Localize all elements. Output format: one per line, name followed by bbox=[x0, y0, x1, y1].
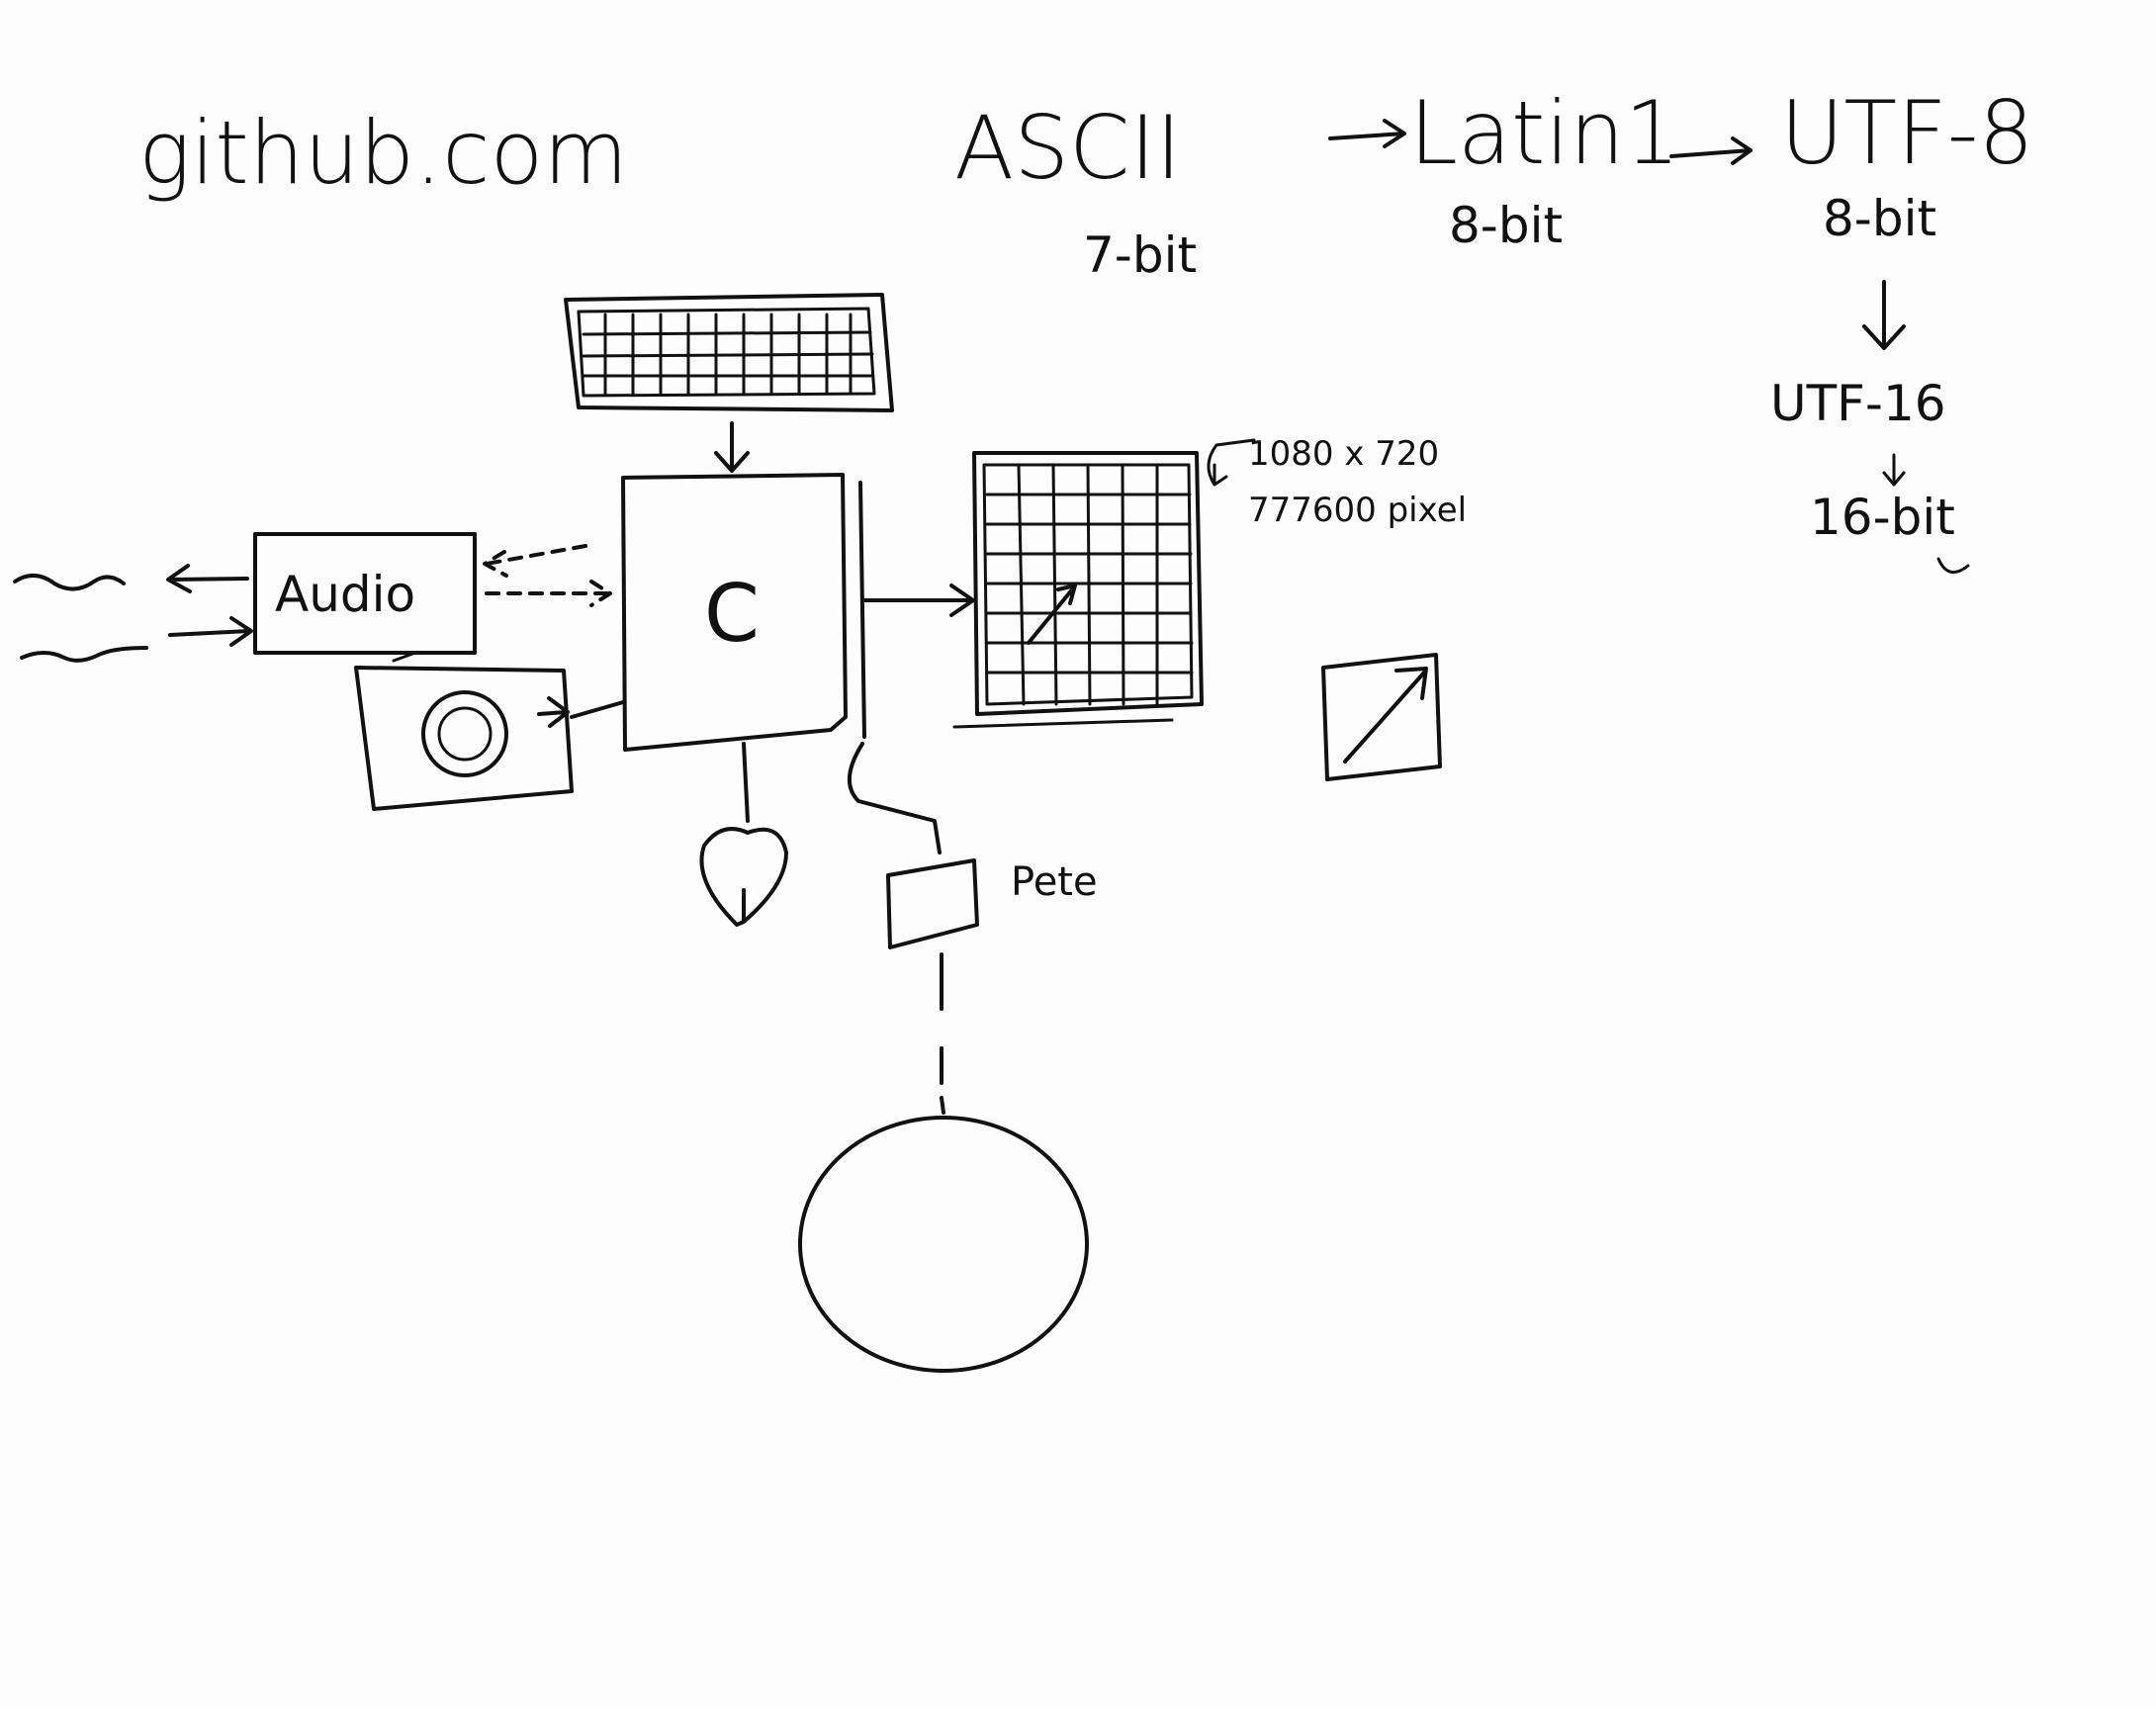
utf8-text: UTF-8 bbox=[1780, 82, 2034, 184]
person-label: Pete bbox=[1011, 859, 1098, 905]
sound-wave-out-icon bbox=[20, 646, 148, 663]
arrow-utf8-to-utf16 bbox=[1862, 280, 1906, 350]
arrow-audio-to-cpu bbox=[485, 580, 612, 607]
github-text: github.com bbox=[138, 102, 628, 204]
arrow-cpu-to-display bbox=[863, 584, 975, 617]
display-icon bbox=[972, 451, 1204, 716]
camera-icon bbox=[354, 651, 574, 811]
keyboard-icon bbox=[564, 293, 894, 412]
arrow-utf16-to-bits bbox=[1882, 453, 1906, 487]
arrow-audio-out bbox=[166, 564, 249, 593]
utf16-bits-text: 16-bit bbox=[1810, 489, 1955, 546]
arrow-note-to-display bbox=[1207, 438, 1256, 487]
ascii-bits-text: 7-bit bbox=[1083, 226, 1197, 284]
latin1-text: Latin1 bbox=[1409, 82, 1680, 184]
cpu-label: C bbox=[704, 568, 760, 660]
smile-mark bbox=[1936, 557, 1970, 575]
arrow-latin1-to-utf8 bbox=[1669, 136, 1752, 165]
resolution-text: 1080 x 720 bbox=[1248, 434, 1439, 474]
utf16-text: UTF-16 bbox=[1770, 375, 1946, 432]
arrow-audio-in bbox=[168, 616, 253, 647]
arrow-cpu-to-audio bbox=[483, 544, 587, 578]
person-box bbox=[886, 858, 979, 949]
audio-label: Audio bbox=[275, 566, 415, 623]
bulb-wire bbox=[742, 742, 750, 823]
display-stand-line bbox=[952, 718, 1174, 729]
circle-shape bbox=[798, 1116, 1089, 1373]
cpu-box bbox=[621, 473, 848, 752]
light-bulb-icon bbox=[699, 827, 788, 927]
arrow-camera-to-cpu bbox=[537, 696, 625, 728]
latin1-bits-text: 8-bit bbox=[1449, 197, 1563, 254]
audio-box bbox=[253, 532, 477, 655]
pixel-count-text: 777600 pixel bbox=[1248, 491, 1467, 530]
arrow-keyboard-to-cpu bbox=[714, 421, 750, 473]
ascii-text: ASCII bbox=[954, 97, 1181, 199]
cpu-bus-line bbox=[847, 481, 942, 854]
utf8-bits-text: 8-bit bbox=[1823, 190, 1936, 247]
arrow-ascii-to-latin1 bbox=[1328, 119, 1406, 148]
expand-icon bbox=[1321, 653, 1442, 781]
sound-wave-in-icon bbox=[13, 574, 126, 591]
person-wire bbox=[940, 952, 945, 1115]
